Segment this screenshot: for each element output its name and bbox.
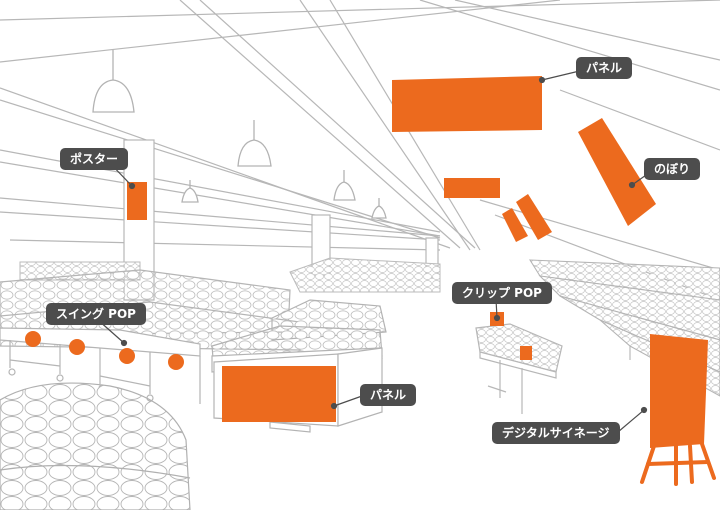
label-nobori: のぼり xyxy=(644,158,701,180)
swing-pop-1 xyxy=(25,331,41,347)
swing-pop-4 xyxy=(168,354,184,370)
swing-pop-2 xyxy=(69,339,85,355)
nobori-flag-medium xyxy=(516,194,552,240)
pop-items xyxy=(25,76,716,486)
digital-signage-screen xyxy=(650,334,708,448)
panel-counter xyxy=(222,366,336,422)
nobori-flag-small xyxy=(502,208,528,242)
label-digital-signage: デジタルサイネージ xyxy=(492,422,620,444)
swing-pop-3 xyxy=(119,348,135,364)
poster xyxy=(127,182,147,220)
panel-hanging xyxy=(392,76,542,132)
label-panel-top: パネル xyxy=(576,57,633,79)
label-swing-pop: スイング POP xyxy=(46,303,146,325)
nobori-flag-large xyxy=(578,118,656,226)
label-panel-bottom: パネル xyxy=(360,384,417,406)
label-clip-pop: クリップ POP xyxy=(452,282,552,304)
digital-signage-easel xyxy=(640,442,716,486)
clip-pop-card-2 xyxy=(520,346,532,360)
foreground-produce-pile xyxy=(0,382,191,510)
label-poster: ポスター xyxy=(60,148,129,170)
small-hanging-panel xyxy=(444,178,500,198)
pendant-lamps xyxy=(92,50,387,219)
ceiling-lines xyxy=(0,0,720,301)
clip-pop-display-stand xyxy=(475,323,563,414)
